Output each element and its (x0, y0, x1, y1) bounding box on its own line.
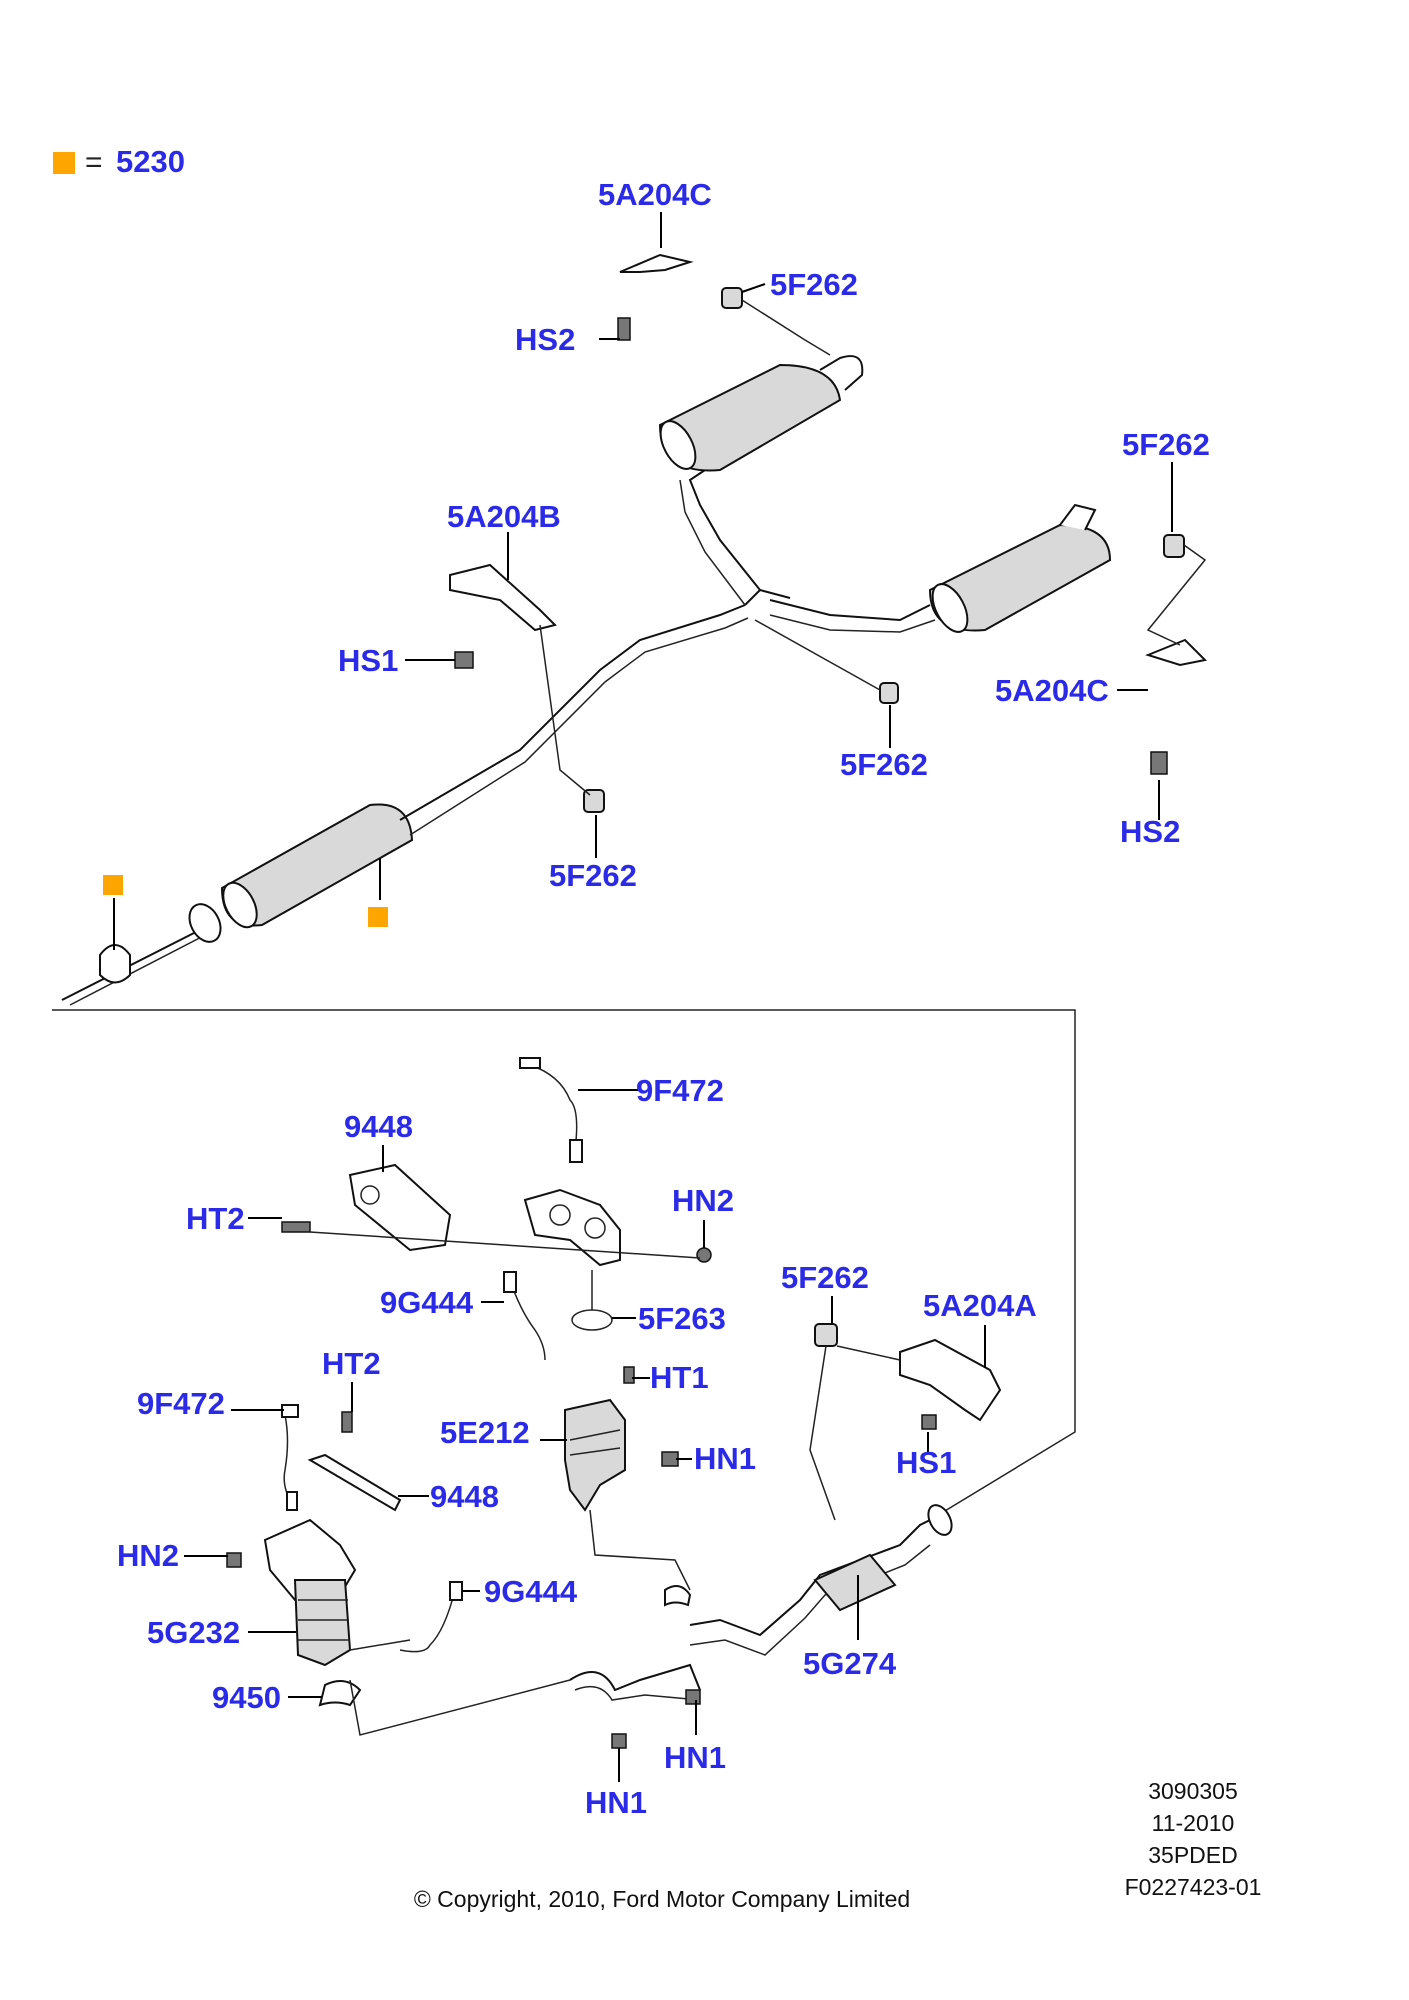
label-hs1-lower: HS1 (896, 1445, 956, 1480)
orange-markers (103, 875, 388, 927)
label-9448-lower: 9448 (430, 1479, 499, 1514)
label-hs2-top: HS2 (515, 322, 575, 357)
label-5g274: 5G274 (803, 1646, 897, 1681)
label-5f263: 5F263 (638, 1301, 726, 1336)
ref-figure: F0227423-01 (1125, 1874, 1262, 1900)
ref-date: 11-2010 (1152, 1810, 1235, 1836)
label-hn1-mid: HN1 (694, 1441, 756, 1476)
label-5f262-mid: 5F262 (840, 747, 928, 782)
label-9448-top: 9448 (344, 1109, 413, 1144)
upper-hardware (99, 253, 1208, 984)
label-5f262-left: 5F262 (549, 858, 637, 893)
copyright-notice: © Copyright, 2010, Ford Motor Company Li… (414, 1886, 910, 1912)
label-hs1-top: HS1 (338, 643, 398, 678)
heat-shield-upper (348, 1163, 452, 1252)
label-5e212: 5E212 (440, 1415, 530, 1450)
label-5f262-top: 5F262 (770, 267, 858, 302)
rear-exhaust-assembly (61, 355, 1112, 1006)
label-5f262-lower: 5F262 (781, 1260, 869, 1295)
legend-equals: = (85, 146, 103, 179)
front-exhaust-assembly (226, 1057, 1002, 1749)
label-hn1-right: HN1 (664, 1740, 726, 1775)
label-5a204a: 5A204A (923, 1288, 1037, 1323)
label-5f262-right: 5F262 (1122, 427, 1210, 462)
legend-code: 5230 (116, 144, 185, 179)
label-hn1-bottom: HN1 (585, 1785, 647, 1820)
label-5a204c-right: 5A204C (995, 673, 1109, 708)
catalytic-converter-lower (293, 1579, 352, 1667)
exhaust-manifold-upper (523, 1188, 621, 1267)
reference-block: 3090305 11-2010 35PDED F0227423-01 (1125, 1778, 1262, 1900)
label-5a204b: 5A204B (447, 499, 561, 534)
marker-2 (368, 907, 388, 927)
label-5a204c-top: 5A204C (598, 177, 712, 212)
label-ht1: HT1 (650, 1360, 709, 1395)
catalytic-converter-upper (564, 1398, 626, 1512)
label-9g444-top: 9G444 (380, 1285, 474, 1320)
label-9f472-left: 9F472 (137, 1386, 225, 1421)
label-5g232: 5G232 (147, 1615, 240, 1650)
legend-marker (53, 152, 75, 174)
label-ht2-mid: HT2 (322, 1346, 381, 1381)
label-hn2-left: HN2 (117, 1538, 179, 1573)
label-hs2-right: HS2 (1120, 814, 1180, 849)
section-divider (52, 1009, 1076, 1521)
label-hn2-top: HN2 (672, 1183, 734, 1218)
label-9g444-lower: 9G444 (484, 1574, 578, 1609)
label-ht2-left: HT2 (186, 1201, 245, 1236)
label-9f472-top: 9F472 (636, 1073, 724, 1108)
ref-number: 3090305 (1148, 1778, 1238, 1804)
legend: = 5230 (53, 144, 185, 179)
marker-1 (103, 875, 123, 895)
lower-leaders (184, 1089, 986, 1782)
label-9450: 9450 (212, 1680, 281, 1715)
callout-labels: 5A204C 5F262 HS2 5F262 5A204B HS1 5A204C… (117, 177, 1210, 1820)
front-y-pipe (689, 1519, 931, 1637)
ref-code: 35PDED (1148, 1842, 1237, 1868)
upper-leaders (113, 212, 1207, 950)
